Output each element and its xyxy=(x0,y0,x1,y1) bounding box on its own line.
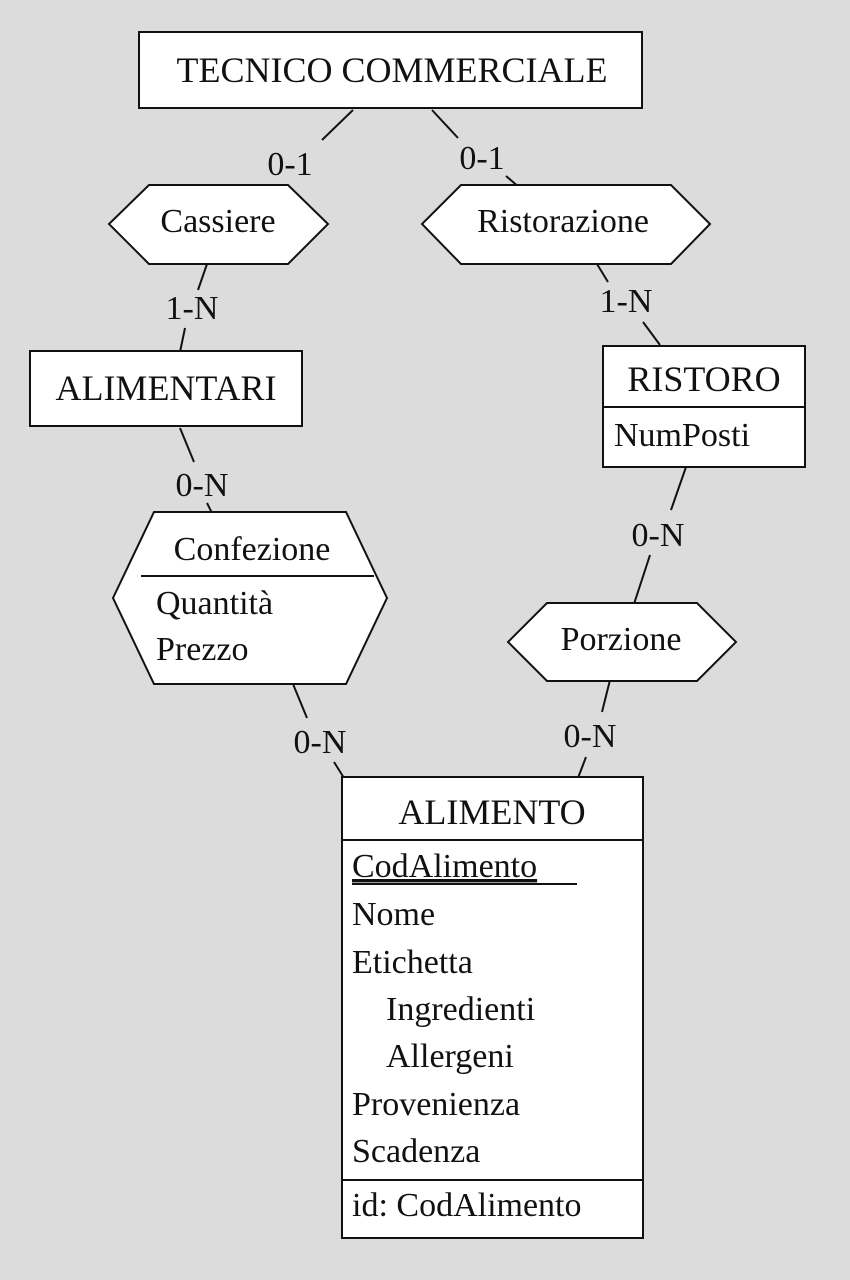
relationship-cassiere-label: Cassiere xyxy=(160,203,275,240)
entity-alimentari-title: ALIMENTARI xyxy=(55,368,276,408)
entity-tecnico-commerciale: TECNICO COMMERCIALE xyxy=(138,31,643,109)
entity-alimento-attribute-etichetta: Etichetta xyxy=(352,944,473,981)
entity-alimento-attribute-nome: Nome xyxy=(352,896,435,933)
cardinality-ristorazione-ristoro: 1-N xyxy=(600,283,653,320)
link-confezione-alimento-upper xyxy=(292,683,308,719)
entity-alimentari-box xyxy=(29,350,303,427)
entity-alimento-attribute-allergeni: Allergeni xyxy=(386,1038,514,1075)
entity-alimento-identifier: id: CodAlimento xyxy=(352,1187,582,1224)
entity-tecnico-commerciale-box xyxy=(138,31,643,109)
relationship-ristorazione-shape xyxy=(420,184,712,265)
entity-alimento-attribute-ingredienti: Ingredienti xyxy=(386,991,535,1028)
relationship-ristorazione-label: Ristorazione xyxy=(477,203,649,240)
link-porzione-alimento-upper xyxy=(601,679,611,713)
entity-alimentari: ALIMENTARI xyxy=(29,350,303,427)
entity-alimento-attribute-scadenza: Scadenza xyxy=(352,1133,480,1170)
entity-ristoro-title: RISTORO xyxy=(627,359,780,399)
entity-alimento-box xyxy=(341,776,644,1239)
cardinality-tecnico-ristorazione: 0-1 xyxy=(459,140,504,177)
link-ristorazione-ristoro-lower xyxy=(642,321,661,346)
relationship-cassiere: Cassiere xyxy=(107,184,330,265)
link-alimentari-confezione-upper xyxy=(179,427,195,463)
relationship-cassiere-shape xyxy=(107,184,330,265)
entity-alimento-attribute-codalimento: CodAlimento xyxy=(352,848,537,885)
relationship-porzione-shape xyxy=(506,602,738,682)
entity-alimento-title: ALIMENTO xyxy=(398,792,585,832)
cardinality-alimentari-confezione: 0-N xyxy=(176,467,229,504)
cardinality-ristoro-porzione: 0-N xyxy=(632,517,685,554)
cardinality-porzione-alimento: 0-N xyxy=(564,718,617,755)
relationship-confezione: Confezione Quantità Prezzo xyxy=(111,511,389,685)
entity-alimento-attribute-provenienza: Provenienza xyxy=(352,1086,520,1123)
cardinality-confezione-alimento: 0-N xyxy=(294,724,347,761)
link-porzione-alimento-lower xyxy=(577,756,587,779)
link-cassiere-alimentari-lower xyxy=(179,327,186,353)
relationship-confezione-attribute-quantita: Quantità xyxy=(156,585,273,622)
link-tecnico-ristorazione-upper xyxy=(431,109,459,139)
cardinality-cassiere-alimentari: 1-N xyxy=(166,290,219,327)
cardinality-tecnico-cassiere: 0-1 xyxy=(267,146,312,183)
entity-ristoro-attribute-numposti: NumPosti xyxy=(614,417,750,454)
entity-ristoro: RISTORO NumPosti xyxy=(602,345,806,468)
relationship-confezione-label: Confezione xyxy=(174,531,331,568)
link-tecnico-cassiere-upper xyxy=(321,109,354,141)
relationship-confezione-attribute-prezzo: Prezzo xyxy=(156,631,249,668)
link-confezione-alimento-lower xyxy=(333,761,345,779)
cardinalities: 0-1 1-N 0-1 1-N 0-N 0-N 0-N 0-N xyxy=(166,140,685,761)
relationship-porzione-label: Porzione xyxy=(561,621,682,658)
entity-tecnico-commerciale-title: TECNICO COMMERCIALE xyxy=(177,50,608,90)
relationship-confezione-shape xyxy=(111,511,389,685)
entity-alimento: ALIMENTO CodAlimento Nome Etichetta Ingr… xyxy=(341,776,644,1239)
link-ristoro-porzione-lower xyxy=(633,554,651,605)
link-ristorazione-ristoro-upper xyxy=(596,263,609,283)
link-cassiere-alimentari-upper xyxy=(197,263,208,291)
link-ristoro-porzione-upper xyxy=(670,466,687,511)
relationship-ristorazione: Ristorazione xyxy=(420,184,712,265)
relationship-porzione: Porzione xyxy=(506,602,738,682)
